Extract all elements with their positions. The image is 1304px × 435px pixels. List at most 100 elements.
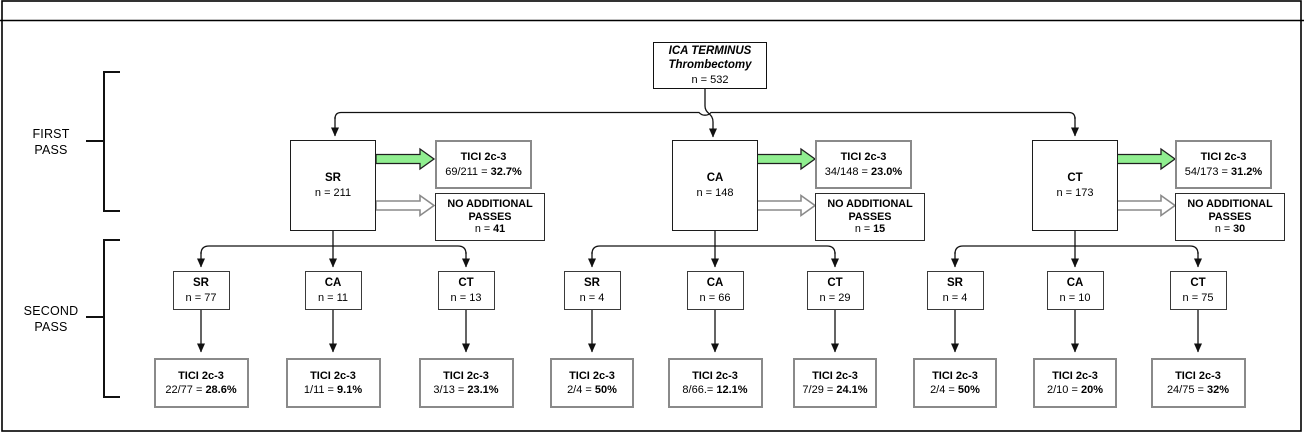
device-label: CA [706,171,724,184]
tici-value: 2/4 = 50% [567,383,617,397]
tici-fraction: 54/173 = [1184,165,1231,178]
nap-line1: NO ADDITIONAL [447,197,533,210]
tici-fraction: 24/75 = [1166,384,1208,396]
no-additional-passes-ct-box: NO ADDITIONAL PASSES n = 30 [1175,193,1285,241]
tici-success-arrow-ca [756,147,817,171]
device-n: n = 10 [1059,291,1091,304]
device-n: n = 173 [1056,186,1094,199]
second-pass-bracket [86,239,120,398]
tici-title: TICI 2c-3 [1175,369,1221,382]
second-pass-sr-ca-tici-box: TICI 2c-3 1/11 = 9.1% [285,358,381,408]
tici-percent: 12.1% [716,384,748,396]
no-additional-arrow-sr [375,193,436,218]
tici-fraction: 2/4 = [567,384,595,396]
root-box-n: n = 532 [691,73,729,86]
second-pass-ct-sr-tici-box: TICI 2c-3 2/4 = 50% [913,358,997,408]
second-pass-ct-ca-box: CA n = 10 [1046,271,1104,310]
nap-n: n = 41 [475,223,505,236]
tici-percent: 32.7% [490,165,522,178]
first-pass-tree-connectors [331,89,1079,138]
second-pass-ct-ct-tici-box: TICI 2c-3 24/75 = 32% [1150,358,1246,408]
second-pass-ca-ct-box: CT n = 29 [806,271,864,310]
tici-success-arrow-sr [375,147,436,171]
first-pass-sr-box: SR n = 211 [290,140,376,231]
nap-n-prefix: n = [1214,223,1234,236]
second-pass-ca-sr-box: SR n = 4 [563,271,621,310]
tici-percent: 31.2% [1230,165,1263,178]
tici-value: 1/11 = 9.1% [304,383,362,397]
device-label: CA [706,276,724,289]
tici-percent: 50% [957,384,980,396]
device-n: n = 77 [185,291,217,304]
tici-title: TICI 2c-3 [310,369,356,382]
nap-line1: NO ADDITIONAL [1187,197,1273,210]
nap-line2: PASSES [848,210,892,223]
tici-title: TICI 2c-3 [692,369,738,382]
second-pass-ca-sr-tici-box: TICI 2c-3 2/4 = 50% [550,358,634,408]
tici-fraction: 3/13 = [433,384,468,396]
nap-n-prefix: n = [854,223,874,236]
first-pass-ct-box: CT n = 173 [1032,140,1118,231]
tici-title: TICI 2c-3 [460,151,507,164]
root-box-title-line2: Thrombectomy [668,59,752,72]
device-label: CA [324,276,342,289]
nap-line1: NO ADDITIONAL [827,197,913,210]
nap-n: n = 15 [855,223,885,236]
second-pass-result-arrows [197,310,1202,353]
tici-percent: 23.0% [870,165,903,178]
device-n: n = 66 [699,291,731,304]
tici-fraction: 7/29 = [802,384,837,396]
tici-value: 24/75 = 32% [1167,383,1229,397]
no-additional-arrow-ca [756,193,817,218]
device-label: SR [584,276,600,289]
tici-percent: 50% [594,384,617,396]
nap-line2: PASSES [1208,210,1252,223]
tici-title: TICI 2c-3 [812,369,858,382]
tici-fraction: 1/11 = [303,384,338,396]
tici-percent: 28.6% [205,384,237,396]
device-label: CT [827,276,843,289]
first-pass-ca-box: CA n = 148 [672,140,758,231]
device-n: n = 4 [942,291,968,304]
device-label: SR [325,171,341,184]
root-box-ica-terminus: ICA TERMINUS Thrombectomy n = 532 [653,42,767,89]
first-pass-label-line2: PASS [34,143,68,158]
first-pass-bracket [86,71,120,212]
tici-fraction: 69/211 = [445,165,491,178]
second-pass-sr-sr-box: SR n = 77 [172,271,230,310]
tici-value: 7/29 = 24.1% [802,383,867,397]
tici-value: 2/10 = 20% [1047,383,1103,397]
second-pass-ca-ca-tici-box: TICI 2c-3 8/66.= 12.1% [667,358,763,408]
tici-title: TICI 2c-3 [932,369,978,382]
tici-title: TICI 2c-3 [840,151,887,164]
nap-count: 15 [873,223,886,236]
device-n: n = 148 [696,186,734,199]
tici-fraction: 2/4 = [930,384,958,396]
tici-value: 69/211 = 32.7% [445,165,522,179]
tici-fraction: 8/66.= [682,384,717,396]
second-pass-ca-ct-tici-box: TICI 2c-3 7/29 = 24.1% [793,358,877,408]
device-label: SR [947,276,963,289]
nap-line2: PASSES [468,210,512,223]
second-pass-label-line1: SECOND [23,304,79,318]
device-n: n = 29 [819,291,851,304]
device-n: n = 4 [579,291,605,304]
first-pass-ct-tici-box: TICI 2c-3 54/173 = 31.2% [1175,140,1272,189]
device-label: CA [1066,276,1084,289]
tici-title: TICI 2c-3 [569,369,615,382]
no-additional-passes-ca-box: NO ADDITIONAL PASSES n = 15 [815,193,925,241]
tici-title: TICI 2c-3 [178,369,224,382]
root-box-title-line1: ICA TERMINUS [668,44,752,57]
tici-title: TICI 2c-3 [443,369,489,382]
tici-percent: 32% [1207,384,1230,396]
device-n: n = 13 [450,291,482,304]
first-pass-ca-tici-box: TICI 2c-3 34/148 = 23.0% [815,140,912,189]
second-pass-ca-ca-box: CA n = 66 [686,271,744,310]
second-pass-sr-sr-tici-box: TICI 2c-3 22/77 = 28.6% [153,358,249,408]
tici-fraction: 2/10 = [1047,384,1081,396]
device-label: SR [193,276,209,289]
second-pass-sr-ct-tici-box: TICI 2c-3 3/13 = 23.1% [418,358,514,408]
